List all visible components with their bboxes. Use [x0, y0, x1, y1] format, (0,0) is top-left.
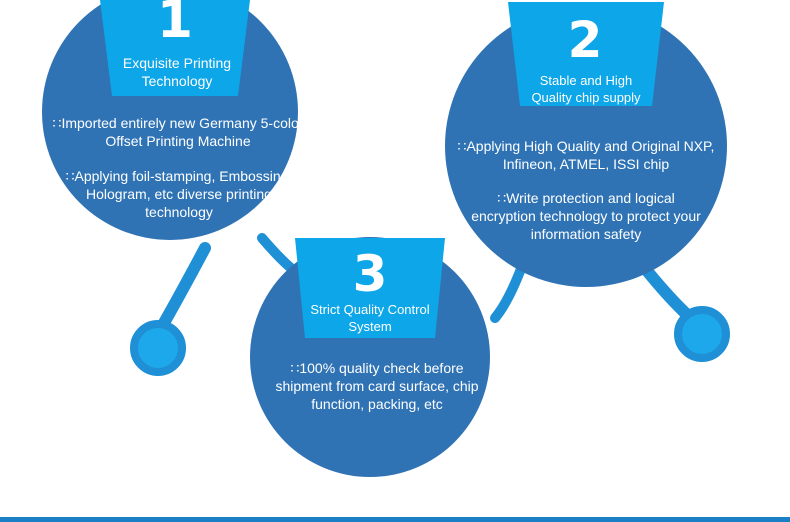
- feature-3-bullet-1: ∷100% quality check before shipment from…: [275, 360, 479, 412]
- decor-circle-left: [130, 320, 186, 376]
- connector-line-1: [154, 242, 211, 336]
- feature-number-3: 3: [352, 245, 388, 303]
- decor-circle-right: [674, 306, 730, 362]
- feature-1-bullet-2: ∷Applying foil-stamping, Embossing, Holo…: [65, 168, 293, 220]
- feature-2-bullet-2: ∷Write protection and logical encryption…: [471, 190, 701, 242]
- feature-tab-3: [295, 238, 445, 338]
- feature-number-2: 2: [567, 11, 603, 69]
- feature-number-1: 1: [156, 0, 194, 50]
- feature-title-2: Stable and High Quality chip supply: [531, 73, 641, 105]
- bottom-divider: [0, 517, 790, 522]
- feature-title-1: Exquisite Printing Technology: [122, 55, 232, 89]
- feature-tab-2: [508, 2, 664, 106]
- feature-tab-1: [100, 0, 250, 96]
- feature-circle-2: [445, 5, 727, 287]
- feature-1-bullet-1: ∷Imported entirely new Germany 5-color O…: [52, 115, 304, 149]
- feature-2-bullet-1: ∷Applying High Quality and Original NXP,…: [457, 138, 715, 172]
- feature-title-3: Strict Quality Control System: [310, 302, 430, 334]
